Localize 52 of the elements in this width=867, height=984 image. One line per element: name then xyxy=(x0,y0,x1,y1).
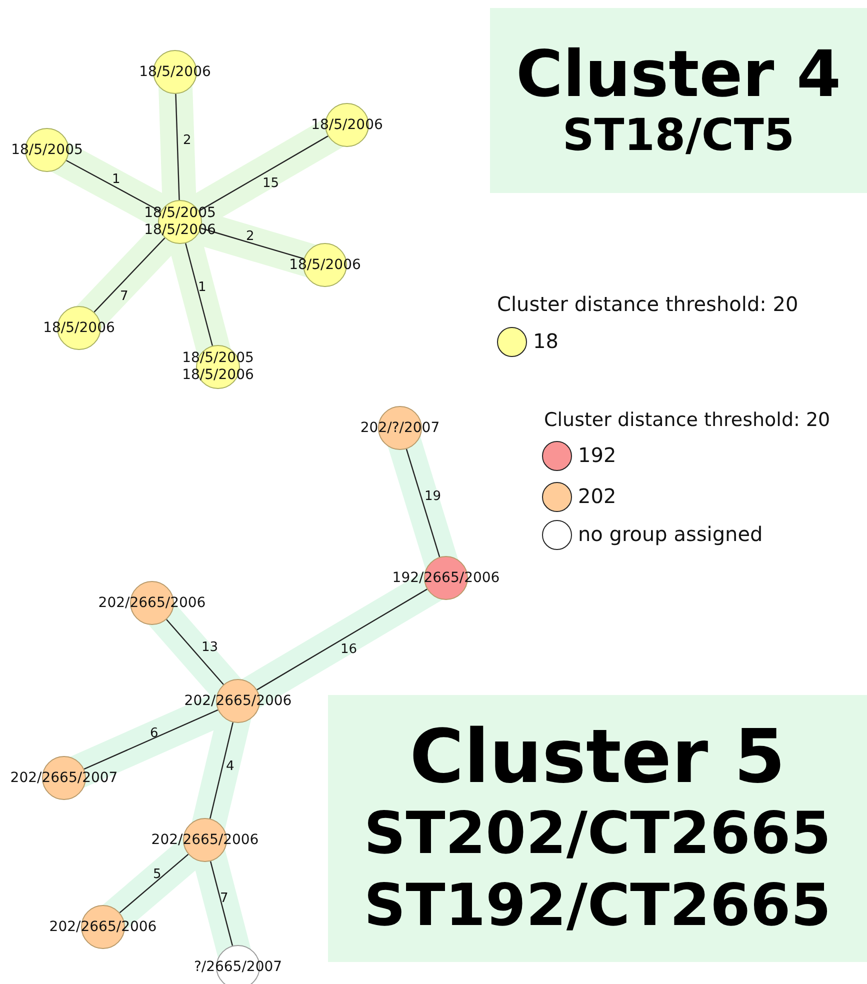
node-label: 18/5/2005 xyxy=(182,350,254,367)
node-label: 202/2665/2007 xyxy=(10,770,118,786)
distance-edge xyxy=(256,588,428,690)
node-label: ?/2665/2007 xyxy=(194,958,282,976)
edge-label: 6 xyxy=(150,727,158,741)
node-label: 202/2665/2006 xyxy=(184,692,292,710)
edge-label: 4 xyxy=(226,760,234,774)
node-label: 202/?/2007 xyxy=(360,420,440,436)
sequence-type-text: ST202/CT2665 xyxy=(364,798,832,868)
edge-label: 7 xyxy=(220,892,228,906)
node-label: 18/5/2006 xyxy=(144,222,216,239)
legend-label: 18 xyxy=(533,330,558,352)
edge-label: 1 xyxy=(112,173,120,187)
cluster-title-panel xyxy=(490,8,867,193)
distance-edge xyxy=(198,136,328,212)
edge-label: 2 xyxy=(183,134,192,148)
edge-label: 2 xyxy=(246,230,254,244)
sequence-type-text: ST192/CT2665 xyxy=(364,870,832,940)
distance-edge xyxy=(210,861,234,946)
legend-heading: Cluster distance threshold: 20 xyxy=(544,409,830,431)
legend-label: 202 xyxy=(578,485,616,507)
edge-label: 7 xyxy=(120,290,128,304)
distance-edge xyxy=(185,243,213,346)
edge-label: 15 xyxy=(262,177,280,191)
distance-edge xyxy=(406,448,440,558)
distance-edge xyxy=(66,160,161,212)
distance-edge xyxy=(200,228,304,260)
distance-edge xyxy=(166,619,224,685)
cluster-title-panel xyxy=(328,695,867,962)
edge-label: 13 xyxy=(202,641,218,655)
legend-label: 192 xyxy=(578,444,616,466)
node-label: 18/5/2006 xyxy=(182,367,254,384)
cluster-title: Cluster 4 xyxy=(516,40,841,110)
node-label: 18/5/2006 xyxy=(139,64,211,80)
edge-label: 16 xyxy=(340,643,358,657)
legend-label: no group assigned xyxy=(578,523,763,545)
edge-label: 1 xyxy=(198,281,206,295)
node-label: 18/5/2005 xyxy=(144,205,216,222)
distance-edge xyxy=(94,238,166,312)
distance-edge xyxy=(119,854,189,914)
edge-label: 19 xyxy=(424,490,442,504)
distance-edge xyxy=(175,94,180,200)
sequence-type-text: ST18/CT5 xyxy=(562,110,794,162)
legend-heading: Cluster distance threshold: 20 xyxy=(497,292,798,316)
node-label: 18/5/2006 xyxy=(289,256,361,274)
node-label: 18/5/2006 xyxy=(311,116,383,134)
distance-edge xyxy=(84,709,218,770)
distance-edge xyxy=(210,722,234,819)
edge-label: 5 xyxy=(153,868,162,882)
node-label: 18/5/2006 xyxy=(43,320,115,336)
node-label: 18/5/2005 xyxy=(11,142,83,158)
cluster-title: Cluster 5 xyxy=(410,716,786,796)
